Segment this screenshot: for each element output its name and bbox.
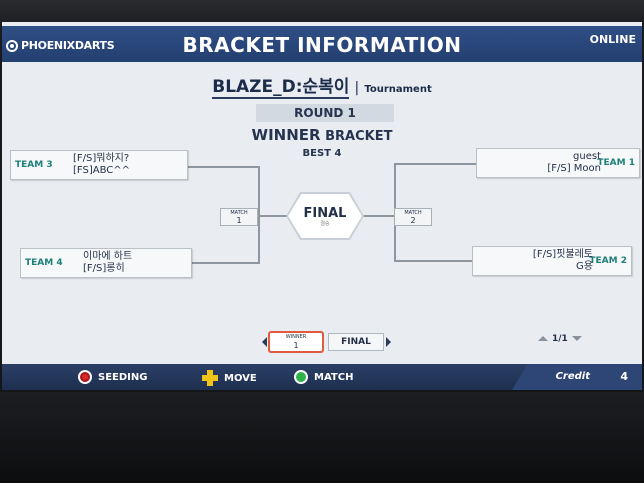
move-control[interactable]: MOVE <box>202 370 257 386</box>
game-type: Tournament <box>364 84 432 95</box>
bracket-name: WINNER BRACKET <box>2 126 642 144</box>
footer-bar: SEEDING MOVE MATCH Credit 4 <box>2 364 642 390</box>
tab-winner-label: WINNER <box>285 334 307 340</box>
team-3-card[interactable]: TEAM 3 [F/S]뭐하지? [FS]ABC^^ <box>10 150 188 180</box>
move-label: MOVE <box>224 372 257 384</box>
team-1-label: TEAM 1 <box>597 158 635 168</box>
bracket-line <box>362 215 396 217</box>
team-2-players: [F/S]핏불레토 G용 <box>533 249 593 273</box>
page-indicator: 1/1 <box>538 334 582 344</box>
team-1-card[interactable]: TEAM 1 guest [F/S] Moon <box>476 148 640 178</box>
match-1-number: 1 <box>236 216 242 225</box>
team-1-player-2: [F/S] Moon <box>547 163 601 174</box>
bracket-winner-word: WINNER <box>251 126 321 144</box>
match-label: MATCH <box>314 371 354 383</box>
phoenix-logo-icon <box>6 39 18 52</box>
final-label: FINAL <box>303 206 347 221</box>
seeding-control[interactable]: SEEDING <box>78 370 147 384</box>
credit-label: Credit <box>555 371 590 382</box>
credit-value: 4 <box>620 370 628 383</box>
game-screen: PHOENIXDARTS BRACKET INFORMATION ONLINE … <box>2 22 642 390</box>
game-separator: | <box>354 80 360 96</box>
page-down-icon[interactable] <box>571 336 582 341</box>
page-title: BRACKET INFORMATION <box>182 33 462 57</box>
team-3-label: TEAM 3 <box>15 160 53 170</box>
bracket-line <box>394 163 478 165</box>
tab-winner-number: 1 <box>293 341 299 350</box>
team-4-player-1: 이마에 하트 <box>83 251 133 262</box>
bracket-word: BRACKET <box>325 129 393 144</box>
game-title: BLAZE_D:순복이 | Tournament <box>2 72 642 99</box>
tab-next-arrow-icon[interactable] <box>386 337 391 347</box>
page-number: 1/1 <box>552 334 568 344</box>
bracket-line <box>186 166 260 168</box>
team-2-label: TEAM 2 <box>589 256 627 266</box>
game-name: BLAZE_D:순복이 <box>212 77 350 99</box>
brand-name: PHOENIXDARTS <box>21 39 115 52</box>
team-3-players: [F/S]뭐하지? [FS]ABC^^ <box>73 153 130 177</box>
team-4-label: TEAM 4 <box>25 258 63 268</box>
tab-winner-bracket[interactable]: WINNER 1 <box>268 331 324 353</box>
seeding-label: SEEDING <box>98 371 148 383</box>
match-2-label: MATCH <box>404 210 422 216</box>
bracket-line <box>192 262 260 264</box>
tab-final[interactable]: FINAL <box>328 333 384 351</box>
team-4-card[interactable]: TEAM 4 이마에 하트 [F/S]롱히 <box>20 248 192 278</box>
team-1-player-1: guest <box>573 151 601 162</box>
bracket-line <box>258 215 290 217</box>
red-button-icon <box>78 370 92 384</box>
brand-logo: PHOENIXDARTS <box>6 39 115 52</box>
team-1-players: guest [F/S] Moon <box>547 151 601 175</box>
online-status: ONLINE <box>589 33 636 46</box>
team-4-players: 이마에 하트 [F/S]롱히 <box>83 251 132 275</box>
team-2-player-1: [F/S]핏불레토 <box>532 249 593 260</box>
match-1-box[interactable]: MATCH 1 <box>220 208 258 226</box>
team-4-player-2: [F/S]롱히 <box>83 263 125 274</box>
green-button-icon <box>294 370 308 384</box>
round-label: ROUND 1 <box>256 104 394 122</box>
team-2-card[interactable]: TEAM 2 [F/S]핏불레토 G용 <box>472 246 632 276</box>
match-2-box[interactable]: MATCH 2 <box>394 208 432 226</box>
best-of-label: BEST 4 <box>302 148 342 159</box>
monitor-bezel-bottom <box>0 392 644 483</box>
header-bar: PHOENIXDARTS BRACKET INFORMATION ONLINE <box>2 26 642 62</box>
final-sub-label: 결승 <box>320 221 330 227</box>
bracket-line <box>394 260 474 262</box>
team-3-player-2: [FS]ABC^^ <box>73 165 130 176</box>
match-1-label: MATCH <box>230 210 248 216</box>
credit-panel: Credit 4 <box>512 364 642 390</box>
page-up-icon[interactable] <box>538 336 548 341</box>
tab-prev-arrow-icon[interactable] <box>262 337 267 347</box>
final-box[interactable]: FINAL 결승 <box>288 194 362 238</box>
dpad-icon <box>202 370 218 386</box>
match-2-number: 2 <box>410 216 416 225</box>
team-2-player-2: G용 <box>576 261 593 272</box>
team-3-player-1: [F/S]뭐하지? <box>73 153 130 164</box>
match-control[interactable]: MATCH <box>294 370 353 384</box>
